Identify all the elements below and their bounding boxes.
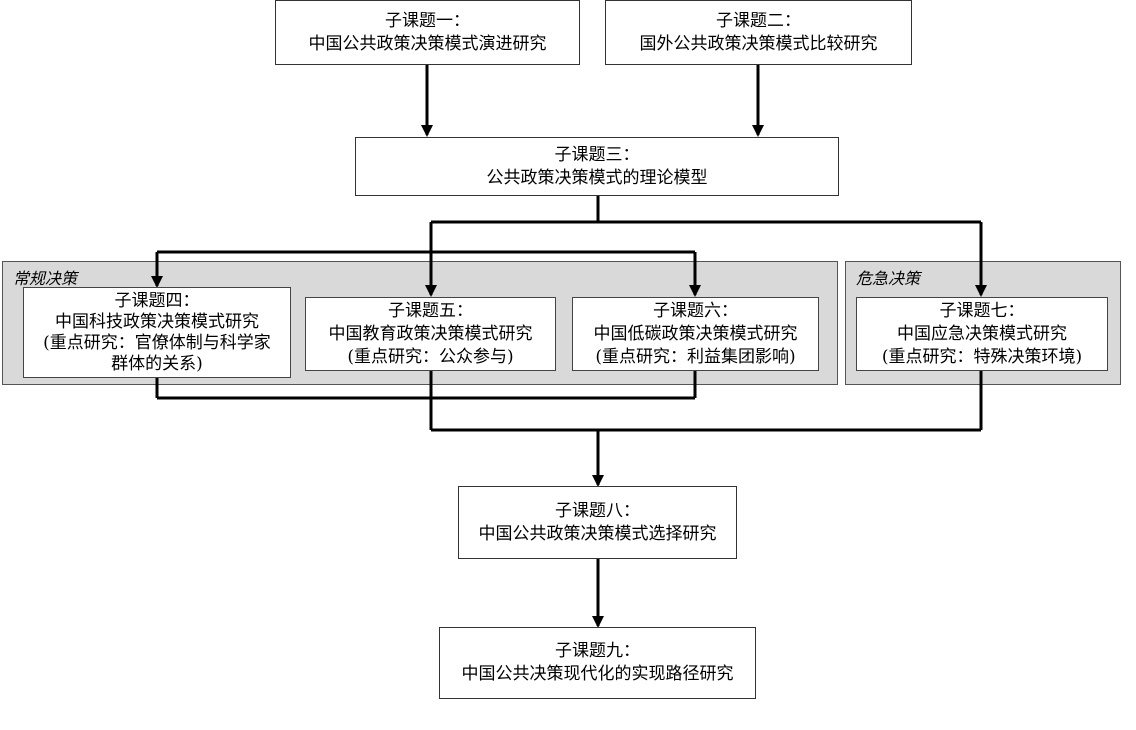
topic-9-box: 子课题九： 中国公共决策现代化的实现路径研究 bbox=[439, 627, 756, 699]
topic-5-line-2: (重点研究：公众参与) bbox=[347, 346, 514, 367]
topic-7-line-2: (重点研究：特殊决策环境) bbox=[881, 346, 1083, 367]
routine-decision-label: 常规决策 bbox=[13, 269, 78, 288]
topic-5-title: 子课题五： bbox=[388, 300, 473, 321]
topic-5-box: 子课题五： 中国教育政策决策模式研究 (重点研究：公众参与) bbox=[305, 297, 556, 371]
topic-6-title: 子课题六： bbox=[653, 300, 738, 321]
topic-2-line-1: 国外公共政策决策模式比较研究 bbox=[639, 33, 878, 54]
topic-3-title: 子课题三： bbox=[554, 144, 640, 165]
topic-8-title: 子课题八： bbox=[555, 500, 640, 521]
topic-8-box: 子课题八： 中国公共政策决策模式选择研究 bbox=[458, 486, 737, 559]
topic-1-title: 子课题一： bbox=[385, 10, 470, 31]
topic-8-line-1: 中国公共政策决策模式选择研究 bbox=[478, 523, 717, 544]
topic-3-line-1: 公共政策决策模式的理论模型 bbox=[486, 167, 708, 188]
topic-7-title: 子课题七： bbox=[939, 300, 1025, 321]
emergency-decision-label: 危急决策 bbox=[856, 269, 921, 288]
topic-7-box: 子课题七： 中国应急决策模式研究 (重点研究：特殊决策环境) bbox=[856, 297, 1108, 371]
topic-9-title: 子课题九： bbox=[555, 641, 640, 661]
topic-4-box: 子课题四： 中国科技政策决策模式研究 (重点研究：官僚体制与科学家 群体的关系) bbox=[23, 287, 291, 378]
topic-1-line-1: 中国公共政策决策模式演进研究 bbox=[308, 33, 547, 54]
topic-6-box: 子课题六： 中国低碳政策决策模式研究 (重点研究：利益集团影响) bbox=[572, 297, 819, 371]
topic-2-box: 子课题二： 国外公共政策决策模式比较研究 bbox=[605, 0, 912, 65]
topic-2-title: 子课题二： bbox=[716, 10, 801, 31]
topic-4-line-1: 中国科技政策决策模式研究 bbox=[55, 311, 259, 332]
topic-6-line-2: (重点研究：利益集团影响) bbox=[595, 346, 796, 367]
topic-5-line-1: 中国教育政策决策模式研究 bbox=[328, 323, 533, 344]
topic-7-line-1: 中国应急决策模式研究 bbox=[897, 323, 1067, 344]
topic-4-line-2: (重点研究：官僚体制与科学家 bbox=[43, 332, 271, 353]
topic-4-title: 子课题四： bbox=[114, 290, 200, 311]
topic-1-box: 子课题一： 中国公共政策决策模式演进研究 bbox=[275, 0, 580, 65]
topic-9-line-1: 中国公共决策现代化的实现路径研究 bbox=[461, 664, 734, 684]
topic-3-box: 子课题三： 公共政策决策模式的理论模型 bbox=[355, 137, 839, 196]
topic-6-line-1: 中国低碳政策决策模式研究 bbox=[593, 323, 798, 344]
topic-4-line-3: 群体的关系) bbox=[111, 353, 203, 374]
